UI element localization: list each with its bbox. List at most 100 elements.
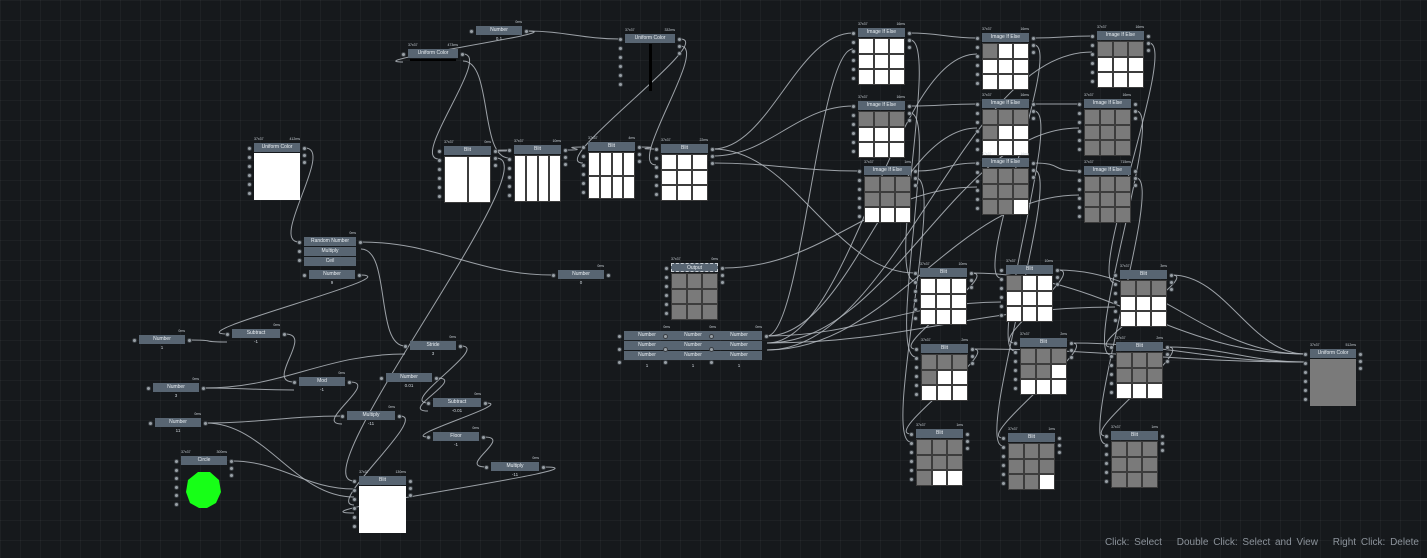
output-port[interactable] — [965, 439, 970, 444]
input-port[interactable] — [975, 63, 980, 68]
input-port[interactable] — [654, 156, 659, 161]
number-node-right[interactable]: 0ms Number 0 — [551, 264, 611, 286]
output-port[interactable] — [1358, 359, 1363, 364]
input-port[interactable] — [999, 304, 1004, 309]
multiply-node-1[interactable]: 0ms Multiply -11 — [340, 405, 402, 427]
output-port[interactable] — [907, 45, 912, 50]
blit-node-r3[interactable]: 37x37 3ms Blit — [1113, 264, 1174, 327]
input-port[interactable] — [975, 161, 980, 166]
output-port[interactable] — [720, 273, 725, 278]
input-port[interactable] — [913, 307, 918, 312]
output-port[interactable] — [203, 421, 208, 426]
input-port[interactable] — [352, 497, 357, 502]
input-port[interactable] — [1104, 434, 1109, 439]
input-port[interactable] — [851, 49, 856, 54]
input-port[interactable] — [1001, 472, 1006, 477]
input-port[interactable] — [1077, 187, 1082, 192]
input-port[interactable] — [581, 154, 586, 159]
output-port[interactable] — [302, 160, 307, 165]
input-port[interactable] — [581, 181, 586, 186]
input-port[interactable] — [1013, 350, 1018, 355]
output-port[interactable] — [408, 493, 413, 498]
output-port[interactable] — [1169, 273, 1174, 278]
output-port[interactable] — [710, 154, 715, 159]
input-port[interactable] — [297, 249, 302, 254]
input-port[interactable] — [709, 347, 714, 352]
input-port[interactable] — [437, 158, 442, 163]
input-port[interactable] — [1109, 354, 1114, 359]
number-node-c[interactable]: 0ms Number 11 — [148, 412, 208, 434]
output-port[interactable] — [710, 147, 715, 152]
output-port[interactable] — [229, 466, 234, 471]
input-port[interactable] — [663, 347, 668, 352]
input-port[interactable] — [174, 459, 179, 464]
circle-node[interactable]: 37x37 300ms Circle — [174, 450, 234, 511]
input-port[interactable] — [507, 184, 512, 189]
input-port[interactable] — [851, 40, 856, 45]
input-port[interactable] — [1077, 111, 1082, 116]
output-port[interactable] — [1358, 366, 1363, 371]
input-port[interactable] — [909, 450, 914, 455]
blit-node-bottom[interactable]: 37x37 130ms Blit — [352, 470, 413, 533]
output-port[interactable] — [282, 332, 287, 337]
blit-node-r4[interactable]: 37x37 2ms Blit — [914, 338, 975, 401]
subtract-node-2[interactable]: 0ms Subtract -0.01 — [426, 392, 488, 414]
input-port[interactable] — [437, 185, 442, 190]
blit-node-r2[interactable]: 37x37 10ms Blit — [999, 259, 1060, 322]
input-port[interactable] — [1001, 436, 1006, 441]
output-port[interactable] — [1133, 183, 1138, 188]
input-port[interactable] — [1113, 318, 1118, 323]
input-port[interactable] — [914, 392, 919, 397]
output-port[interactable] — [969, 271, 974, 276]
input-port[interactable] — [1104, 452, 1109, 457]
blit-node-r8[interactable]: 37x37 1ms Blit — [1001, 427, 1062, 490]
output-node[interactable]: 37x37 0ms Output — [664, 257, 725, 320]
blit-node-1[interactable]: 37x37 0ms Blit — [437, 140, 498, 203]
output-port[interactable] — [637, 159, 642, 164]
input-port[interactable] — [851, 67, 856, 72]
input-port[interactable] — [999, 295, 1004, 300]
input-port[interactable] — [403, 344, 408, 349]
uniform-color-node-top[interactable]: 37x37 473ms Uniform Color — [401, 43, 465, 61]
input-port[interactable] — [1013, 386, 1018, 391]
output-port[interactable] — [1133, 176, 1138, 181]
input-port[interactable] — [1090, 43, 1095, 48]
output-port[interactable] — [1165, 352, 1170, 357]
uniform-color-node-final[interactable]: 37x37 512ms Uniform Color — [1303, 343, 1363, 406]
input-port[interactable] — [851, 104, 856, 109]
image-if-else-node-9[interactable]: 37x37 715ms Image If Else — [1077, 160, 1138, 223]
input-port[interactable] — [618, 73, 623, 78]
output-port[interactable] — [1160, 434, 1165, 439]
output-port[interactable] — [1358, 352, 1363, 357]
input-port[interactable] — [1090, 61, 1095, 66]
input-port[interactable] — [1303, 379, 1308, 384]
input-port[interactable] — [1013, 377, 1018, 382]
input-port[interactable] — [1104, 461, 1109, 466]
input-port[interactable] — [174, 493, 179, 499]
output-port[interactable] — [357, 273, 362, 278]
input-port[interactable] — [437, 149, 442, 154]
output-port[interactable] — [302, 153, 307, 158]
output-port[interactable] — [710, 161, 715, 166]
output-port[interactable] — [1146, 41, 1151, 46]
input-port[interactable] — [551, 273, 556, 278]
input-port[interactable] — [352, 524, 357, 529]
image-if-else-node-2[interactable]: 37x37 16ms Image If Else — [851, 95, 912, 158]
input-port[interactable] — [857, 169, 862, 174]
output-port[interactable] — [1069, 355, 1074, 360]
output-port[interactable] — [1146, 34, 1151, 39]
output-port[interactable] — [1031, 50, 1036, 55]
output-port[interactable] — [483, 401, 488, 406]
output-port[interactable] — [677, 51, 682, 56]
output-port[interactable] — [460, 52, 465, 57]
input-port[interactable] — [1077, 178, 1082, 183]
output-port[interactable] — [1133, 102, 1138, 107]
input-port[interactable] — [914, 347, 919, 352]
input-port[interactable] — [437, 167, 442, 172]
input-port[interactable] — [1077, 129, 1082, 134]
input-port[interactable] — [857, 205, 862, 210]
output-port[interactable] — [1069, 341, 1074, 346]
input-port[interactable] — [247, 146, 252, 151]
input-port[interactable] — [484, 465, 489, 470]
input-port[interactable] — [1090, 52, 1095, 57]
